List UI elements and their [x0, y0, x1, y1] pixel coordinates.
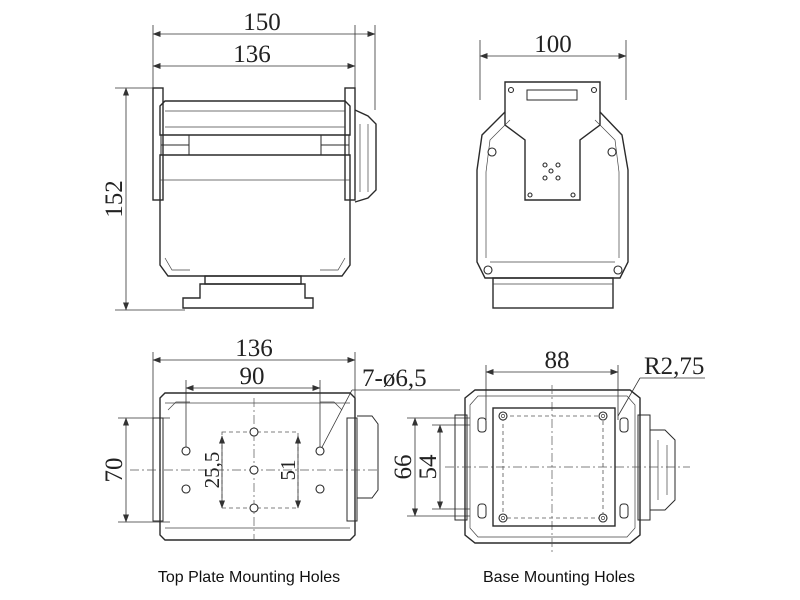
mount-hole [249, 427, 259, 437]
dim-front-height: 152 [101, 180, 128, 218]
front-view: 150 136 152 [101, 9, 377, 311]
base-plate [492, 407, 616, 527]
mount-hole [181, 484, 191, 494]
mount-hole [315, 446, 325, 456]
dim-base-height-outer: 66 [390, 455, 417, 480]
connector [354, 109, 377, 203]
mount-hole [249, 503, 259, 513]
base-hole [598, 513, 608, 523]
base-hole [498, 411, 508, 421]
mount-hole [315, 484, 325, 494]
dim-base-hole-span: 88 [545, 347, 570, 374]
side-base [492, 277, 614, 309]
dim-side-width: 100 [534, 31, 572, 58]
dim-top-hole-span: 90 [240, 363, 265, 390]
base-hole [598, 411, 608, 421]
base-view: 88 R2,75 66 54 [390, 347, 705, 586]
left-arm [152, 87, 164, 201]
dim-top-hole-spec: 7-ø6,5 [362, 365, 427, 392]
base-outline [464, 389, 641, 544]
bottom-base [182, 283, 314, 309]
top-plate-outline [159, 392, 356, 541]
top-plate [504, 81, 601, 201]
dim-top-plate-height: 70 [101, 458, 128, 483]
dim-base-radius: R2,75 [644, 353, 704, 380]
base-hole [498, 513, 508, 523]
dim-front-total-width: 150 [243, 9, 281, 36]
mount-hole [249, 465, 259, 475]
dim-top-inner-1: 25,5 [200, 452, 224, 489]
dim-top-inner-2: 51 [276, 460, 300, 481]
dim-top-plate-width: 136 [235, 335, 273, 362]
top-plate-view: 136 90 7-ø6,5 70 25,5 51 [101, 335, 460, 586]
mount-hole [181, 446, 191, 456]
dim-base-height-inner: 54 [415, 454, 442, 480]
side-view: 100 [476, 31, 629, 309]
main-body [159, 154, 351, 277]
yoke-body [476, 111, 629, 279]
caption-top-plate: Top Plate Mounting Holes [158, 569, 340, 586]
dim-front-body-width: 136 [233, 41, 271, 68]
caption-base: Base Mounting Holes [483, 569, 635, 586]
